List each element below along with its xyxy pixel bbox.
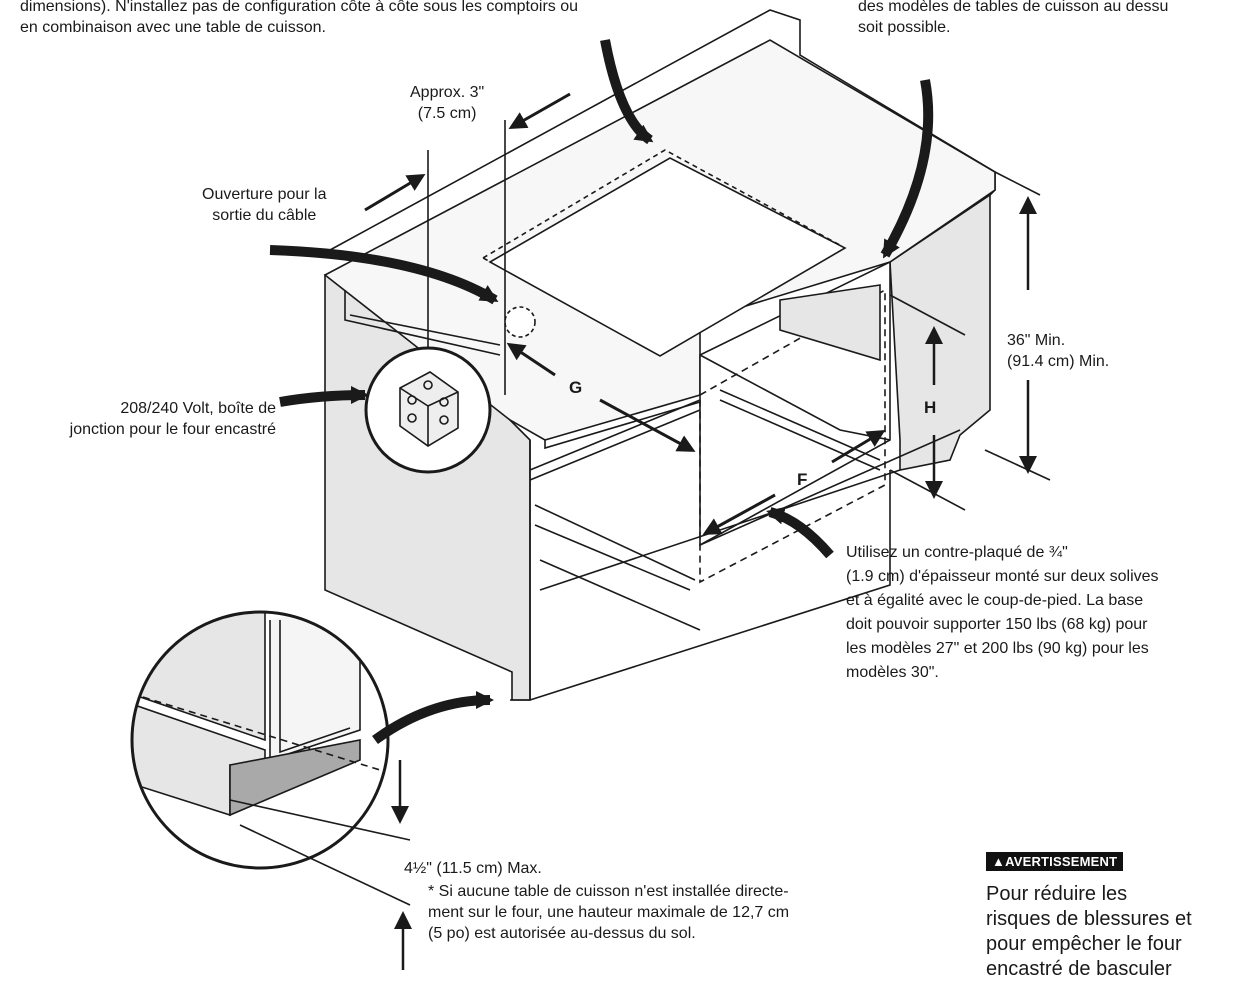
warning-badge: ▲AVERTISSEMENT <box>986 852 1124 871</box>
oven-opening-dashed <box>699 288 886 584</box>
warning-triangle-icon: ▲ <box>992 854 1006 869</box>
footnote: * Si aucune table de cuisson n'est insta… <box>428 883 790 942</box>
junction-box-label: 208/240 Volt, boîte de jonction pour le … <box>69 400 276 438</box>
toe-kick-max-label: 4½" (11.5 cm) Max. <box>404 860 542 877</box>
junction-box <box>399 371 459 447</box>
dimension-g-label: G <box>569 378 583 397</box>
intro-text: dimensions). N'installez pas de configur… <box>20 0 579 36</box>
height-36in-label: 36" Min. (91.4 cm) Min. <box>1007 332 1110 370</box>
warning-text: Pour réduire les risques de blessures et… <box>986 883 1192 980</box>
toe-kick-detail <box>132 612 388 868</box>
cable-opening-label: Ouverture pour la sortie du câble <box>202 186 327 224</box>
cable-opening-circle <box>504 306 536 338</box>
dimension-f-label: F <box>797 470 808 489</box>
approx-3in-label: Approx. 3" (7.5 cm) <box>410 84 485 122</box>
plywood-note: Utilisez un contre-plaqué de ¾" (1.9 cm)… <box>846 544 1159 681</box>
cabinet-base <box>510 440 891 701</box>
dimension-h-label: H <box>924 398 937 417</box>
intro-text-right: des modèles de tables de cuisson au dess… <box>858 0 1169 36</box>
cooktop <box>488 157 847 357</box>
